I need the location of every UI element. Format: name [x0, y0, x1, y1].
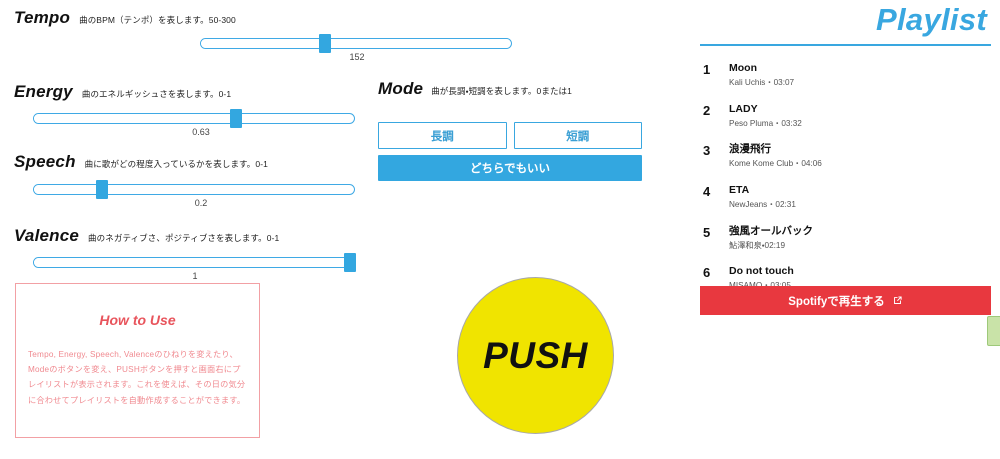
track-meta: NewJeans・02:31 [729, 199, 796, 209]
how-to-use-panel: How to Use Tempo, Energy, Speech, Valenc… [15, 283, 260, 438]
param-description-mode: 曲が長調・短調を表します。0または1 [431, 86, 572, 96]
slider-value-tempo: 152 [349, 52, 365, 62]
param-header-mode: Mode 曲が長調・短調を表します。0または1 [378, 79, 642, 99]
param-label-mode: Mode [378, 79, 424, 98]
param-description-speech: 曲に歌がどの程度入っているかを表します。0-1 [84, 159, 268, 169]
track-text: Do not touch MISAMO・03:05 [729, 261, 794, 292]
slider-valence[interactable]: 1 [0, 249, 680, 281]
track-list-item[interactable]: 6 Do not touch MISAMO・03:05 [700, 261, 991, 292]
mode-major-button[interactable]: 長調 [378, 122, 507, 149]
param-header-tempo: Tempo 曲のBPM（テンポ）を表します。50-300 [0, 8, 236, 28]
track-name: Do not touch [729, 265, 794, 278]
track-name: LADY [729, 102, 758, 115]
param-description-valence: 曲のネガティブさ、ポジティブさを表します。0-1 [88, 233, 280, 243]
track-list-item[interactable]: 1 Moon Kali Uchis・03:07 [700, 58, 991, 89]
slider-track-speech[interactable] [33, 184, 355, 195]
slider-track-energy[interactable] [33, 113, 355, 124]
mode-button-row: 長調 短調 [378, 122, 642, 149]
how-to-use-title: How to Use [99, 312, 176, 328]
track-index: 5 [703, 224, 711, 240]
track-index: 1 [703, 62, 711, 77]
slider-fill-energy [34, 114, 236, 123]
track-name: ETA [729, 183, 750, 196]
edge-accent-chip [987, 316, 1000, 346]
track-text: 強風オールバック 鮎澤和泉・02:19 [729, 221, 813, 252]
track-list-item[interactable]: 5 強風オールバック 鮎澤和泉・02:19 [700, 221, 991, 252]
slider-tempo[interactable]: 152 [0, 30, 680, 62]
mode-either-button[interactable]: どちらでもいい [378, 155, 642, 181]
mode-minor-button[interactable]: 短調 [513, 122, 642, 149]
slider-value-energy: 0.63 [192, 127, 210, 137]
track-text: Moon Kali Uchis・03:07 [729, 58, 794, 89]
track-index: 4 [703, 183, 711, 199]
slider-track-valence[interactable] [33, 257, 355, 268]
track-name: 強風オールバック [729, 224, 813, 237]
track-list-item[interactable]: 3 浪漫飛行 Kome Kome Club・04:06 [700, 139, 991, 170]
push-button-label: PUSH [483, 334, 588, 376]
play-on-spotify-label: Spotifyで再生する [788, 295, 885, 308]
slider-fill-speech [34, 185, 98, 194]
playlist-title: Playlist [876, 2, 987, 37]
playlist-panel: Playlist 1 Moon Kali Uchis・03:07 2 LADY … [695, 0, 1000, 459]
slider-fill-tempo [201, 39, 325, 48]
slider-energy[interactable]: 0.63 [0, 105, 680, 137]
track-index: 6 [703, 265, 711, 281]
slider-fill-valence [34, 258, 354, 267]
param-label-valence: Valence [14, 226, 80, 245]
slider-speech[interactable]: 0.2 [0, 176, 680, 208]
track-meta: 鮎澤和泉・02:19 [729, 240, 786, 250]
parameter-controls-panel: Tempo 曲のBPM（テンポ）を表します。50-300 152 Energy … [0, 8, 680, 438]
track-name: 浪漫飛行 [729, 143, 771, 156]
param-header-valence: Valence 曲のネガティブさ、ポジティブさを表します。0-1 [0, 226, 279, 246]
external-link-icon [892, 295, 903, 306]
track-list: 1 Moon Kali Uchis・03:07 2 LADY Peso Plum… [700, 58, 991, 292]
slider-track-tempo[interactable] [200, 38, 512, 49]
slider-thumb-speech[interactable] [96, 180, 108, 199]
push-button[interactable]: PUSH [457, 277, 614, 434]
slider-value-speech: 0.2 [194, 198, 208, 208]
play-on-spotify-button[interactable]: Spotifyで再生する [700, 286, 991, 315]
track-meta: MISAMO・03:05 [729, 281, 794, 292]
param-header-speech: Speech 曲に歌がどの程度入っているかを表します。0-1 [0, 152, 268, 172]
param-label-energy: Energy [14, 82, 73, 101]
param-description-tempo: 曲のBPM（テンポ）を表します。50-300 [79, 15, 236, 25]
track-index: 2 [703, 102, 711, 118]
track-text: ETA NewJeans・02:31 [729, 180, 796, 211]
param-description-energy: 曲のエネルギッシュさを表します。0-1 [81, 89, 232, 99]
track-meta: Kome Kome Club・04:06 [729, 159, 822, 169]
playlist-divider [700, 44, 991, 46]
track-meta: Kali Uchis・03:07 [729, 78, 795, 87]
slider-value-valence: 1 [192, 271, 198, 281]
param-label-tempo: Tempo [14, 8, 71, 27]
mode-control-group: Mode 曲が長調・短調を表します。0または1 長調 短調 どちらでもいい [378, 79, 642, 181]
how-to-use-body: Tempo, Energy, Speech, Valenceのひねりを変えたり、… [28, 350, 246, 405]
track-text: 浪漫飛行 Kome Kome Club・04:06 [729, 139, 822, 170]
track-meta: Peso Pluma・03:32 [729, 118, 802, 128]
param-header-energy: Energy 曲のエネルギッシュさを表します。0-1 [0, 82, 231, 102]
slider-thumb-valence[interactable] [344, 253, 356, 272]
track-name: Moon [729, 62, 757, 74]
track-index: 3 [703, 143, 711, 159]
track-list-item[interactable]: 4 ETA NewJeans・02:31 [700, 180, 991, 211]
track-list-item[interactable]: 2 LADY Peso Pluma・03:32 [700, 99, 991, 130]
slider-thumb-tempo[interactable] [319, 34, 331, 53]
track-text: LADY Peso Pluma・03:32 [729, 99, 802, 130]
slider-thumb-energy[interactable] [230, 109, 242, 128]
param-label-speech: Speech [14, 152, 76, 171]
